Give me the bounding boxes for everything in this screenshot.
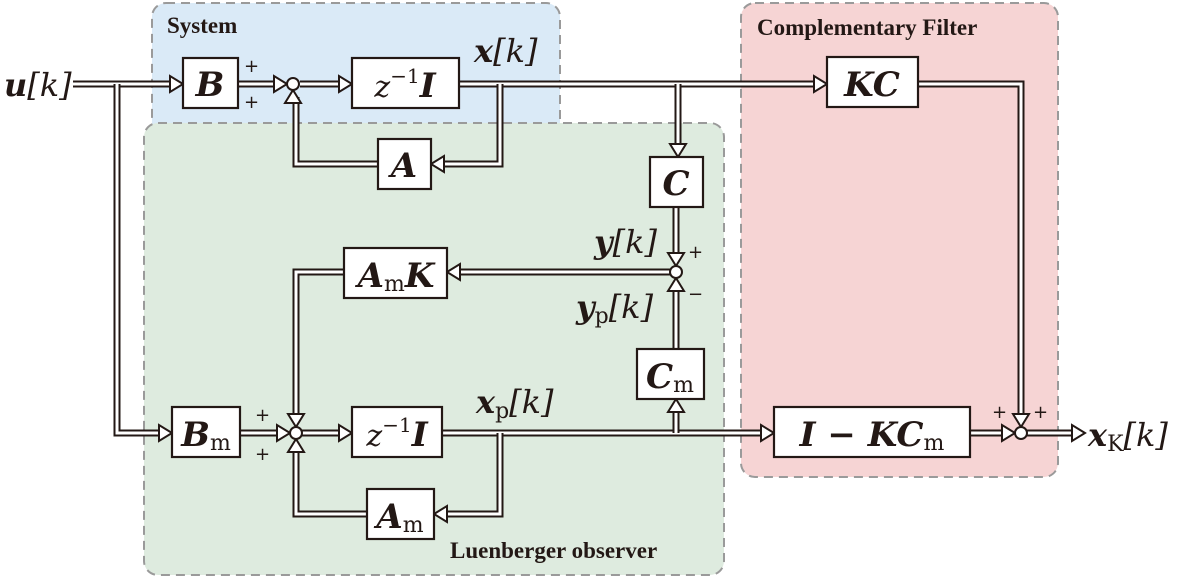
signal-label-xK: xK[k]: [1087, 416, 1168, 457]
sign-plus: +: [255, 444, 270, 465]
arrowhead-icon: [158, 423, 174, 443]
arrowhead-icon: [169, 74, 185, 94]
block-Am: Am: [365, 487, 436, 541]
region-title-observer: Luenberger observer: [450, 538, 657, 563]
block-Cm: Cm: [635, 347, 706, 401]
region-observer: [143, 122, 725, 576]
svg-text:AmK: AmK: [355, 256, 436, 297]
sign-plus: +: [255, 405, 270, 426]
signal-label-xp: xp[k]: [475, 383, 554, 424]
arrowhead-icon: [286, 437, 306, 453]
block-I-minus-KCm: I − KCm: [772, 405, 972, 459]
arrowhead-icon: [666, 252, 686, 268]
signal-label-yp: yp[k]: [575, 288, 654, 329]
svg-text:z−1I: z−1I: [373, 64, 436, 106]
sum-junction-system: [286, 77, 300, 91]
block-C: C: [648, 155, 705, 209]
signal-label-u: u[k]: [4, 66, 72, 104]
arrowhead-icon: [286, 413, 306, 429]
block-delay-observer: z−1I: [350, 405, 444, 459]
sign-plus: +: [1033, 402, 1048, 423]
arrowhead-icon: [1001, 423, 1017, 443]
block-AmK: AmK: [342, 246, 449, 300]
arrowhead-icon: [276, 423, 292, 443]
block-B: B: [181, 56, 240, 110]
block-delay-system: z−1I: [350, 56, 461, 110]
region-title-system: System: [167, 13, 237, 38]
svg-text:Cm: Cm: [646, 357, 694, 398]
arrowhead-icon: [760, 423, 776, 443]
signal-wires: [73, 80, 1078, 518]
wire-inner: [918, 82, 1023, 420]
region-filter: [740, 2, 1059, 478]
arrowhead-icon: [666, 397, 686, 413]
svg-text:KC: KC: [843, 65, 900, 105]
sign-plus: +: [688, 242, 703, 263]
arrowhead-icon: [338, 74, 354, 94]
wire-inner: [441, 433, 502, 516]
signal-label-y: y[k]: [593, 223, 657, 261]
svg-text:A: A: [388, 146, 417, 186]
sign-plus: +: [992, 402, 1007, 423]
sign-plus: +: [244, 92, 259, 113]
arrowhead-icon: [813, 74, 829, 94]
signal-label-x: x[k]: [473, 32, 538, 70]
arrowhead-icon: [429, 154, 445, 174]
block-KC: KC: [825, 55, 920, 109]
wire-inner: [438, 84, 502, 166]
wire-inner: [294, 446, 367, 516]
sum-junction-filter: [1014, 426, 1028, 440]
arrowhead-icon: [283, 88, 303, 104]
arrowhead-icon: [1071, 423, 1087, 443]
svg-text:z−1I: z−1I: [365, 413, 428, 455]
region-title-filter: Complementary Filter: [757, 15, 977, 40]
arrowhead-icon: [1011, 413, 1031, 429]
block-A: A: [376, 137, 433, 191]
arrowhead-icon: [273, 74, 289, 94]
block-Bm: Bm: [170, 405, 242, 459]
arrowhead-icon: [338, 423, 354, 443]
sign-plus: +: [244, 56, 259, 77]
wire-inner: [294, 270, 344, 420]
svg-text:C: C: [662, 164, 689, 204]
arrowhead-icon: [668, 143, 688, 159]
sum-junction-observer: [289, 426, 303, 440]
svg-text:Bm: Bm: [180, 415, 231, 456]
arrowhead-icon: [432, 504, 448, 524]
svg-text:I − KCm: I − KCm: [799, 415, 945, 456]
wire-inner: [115, 84, 165, 435]
arrowhead-icon: [445, 262, 461, 282]
sum-junction-output-error: [669, 265, 683, 279]
sign-minus: −: [688, 284, 703, 305]
svg-text:B: B: [195, 65, 225, 105]
wire-inner: [294, 97, 378, 166]
svg-text:Am: Am: [373, 497, 423, 538]
arrowhead-icon: [666, 276, 686, 292]
arrowheads: [158, 74, 1087, 524]
